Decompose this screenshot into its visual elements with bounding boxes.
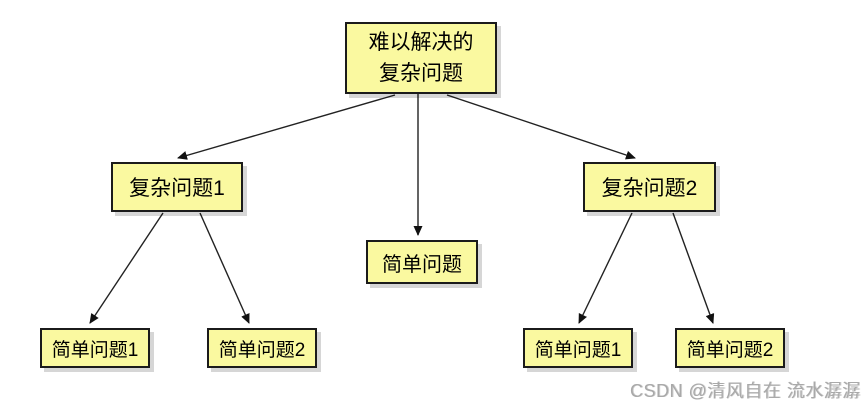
edge-root-complex1 — [177, 94, 396, 160]
csdn-watermark: CSDN @清风自在 流水潺潺 — [630, 381, 861, 401]
node-simple-problem-middle: 简单问题 — [366, 240, 478, 284]
node-complex-problem-2: 复杂问题2 — [583, 162, 716, 212]
node-simple-problem-1-right: 简单问题1 — [523, 328, 633, 368]
node-simple-problem-1-left: 简单问题1 — [40, 328, 150, 368]
node-root-problem: 难以解决的 复杂问题 — [345, 22, 497, 94]
node-complex-problem-1: 复杂问题1 — [111, 162, 243, 212]
edge-complex2-simple1 — [578, 212, 633, 324]
node-simple-problem-2-left: 简单问题2 — [207, 328, 317, 368]
edge-complex1-simple1 — [89, 212, 164, 324]
edge-complex2-simple2 — [672, 212, 715, 324]
edge-root-complex2 — [446, 94, 636, 160]
node-simple-problem-2-right: 简单问题2 — [675, 328, 785, 368]
edge-complex1-simple2 — [199, 212, 250, 324]
